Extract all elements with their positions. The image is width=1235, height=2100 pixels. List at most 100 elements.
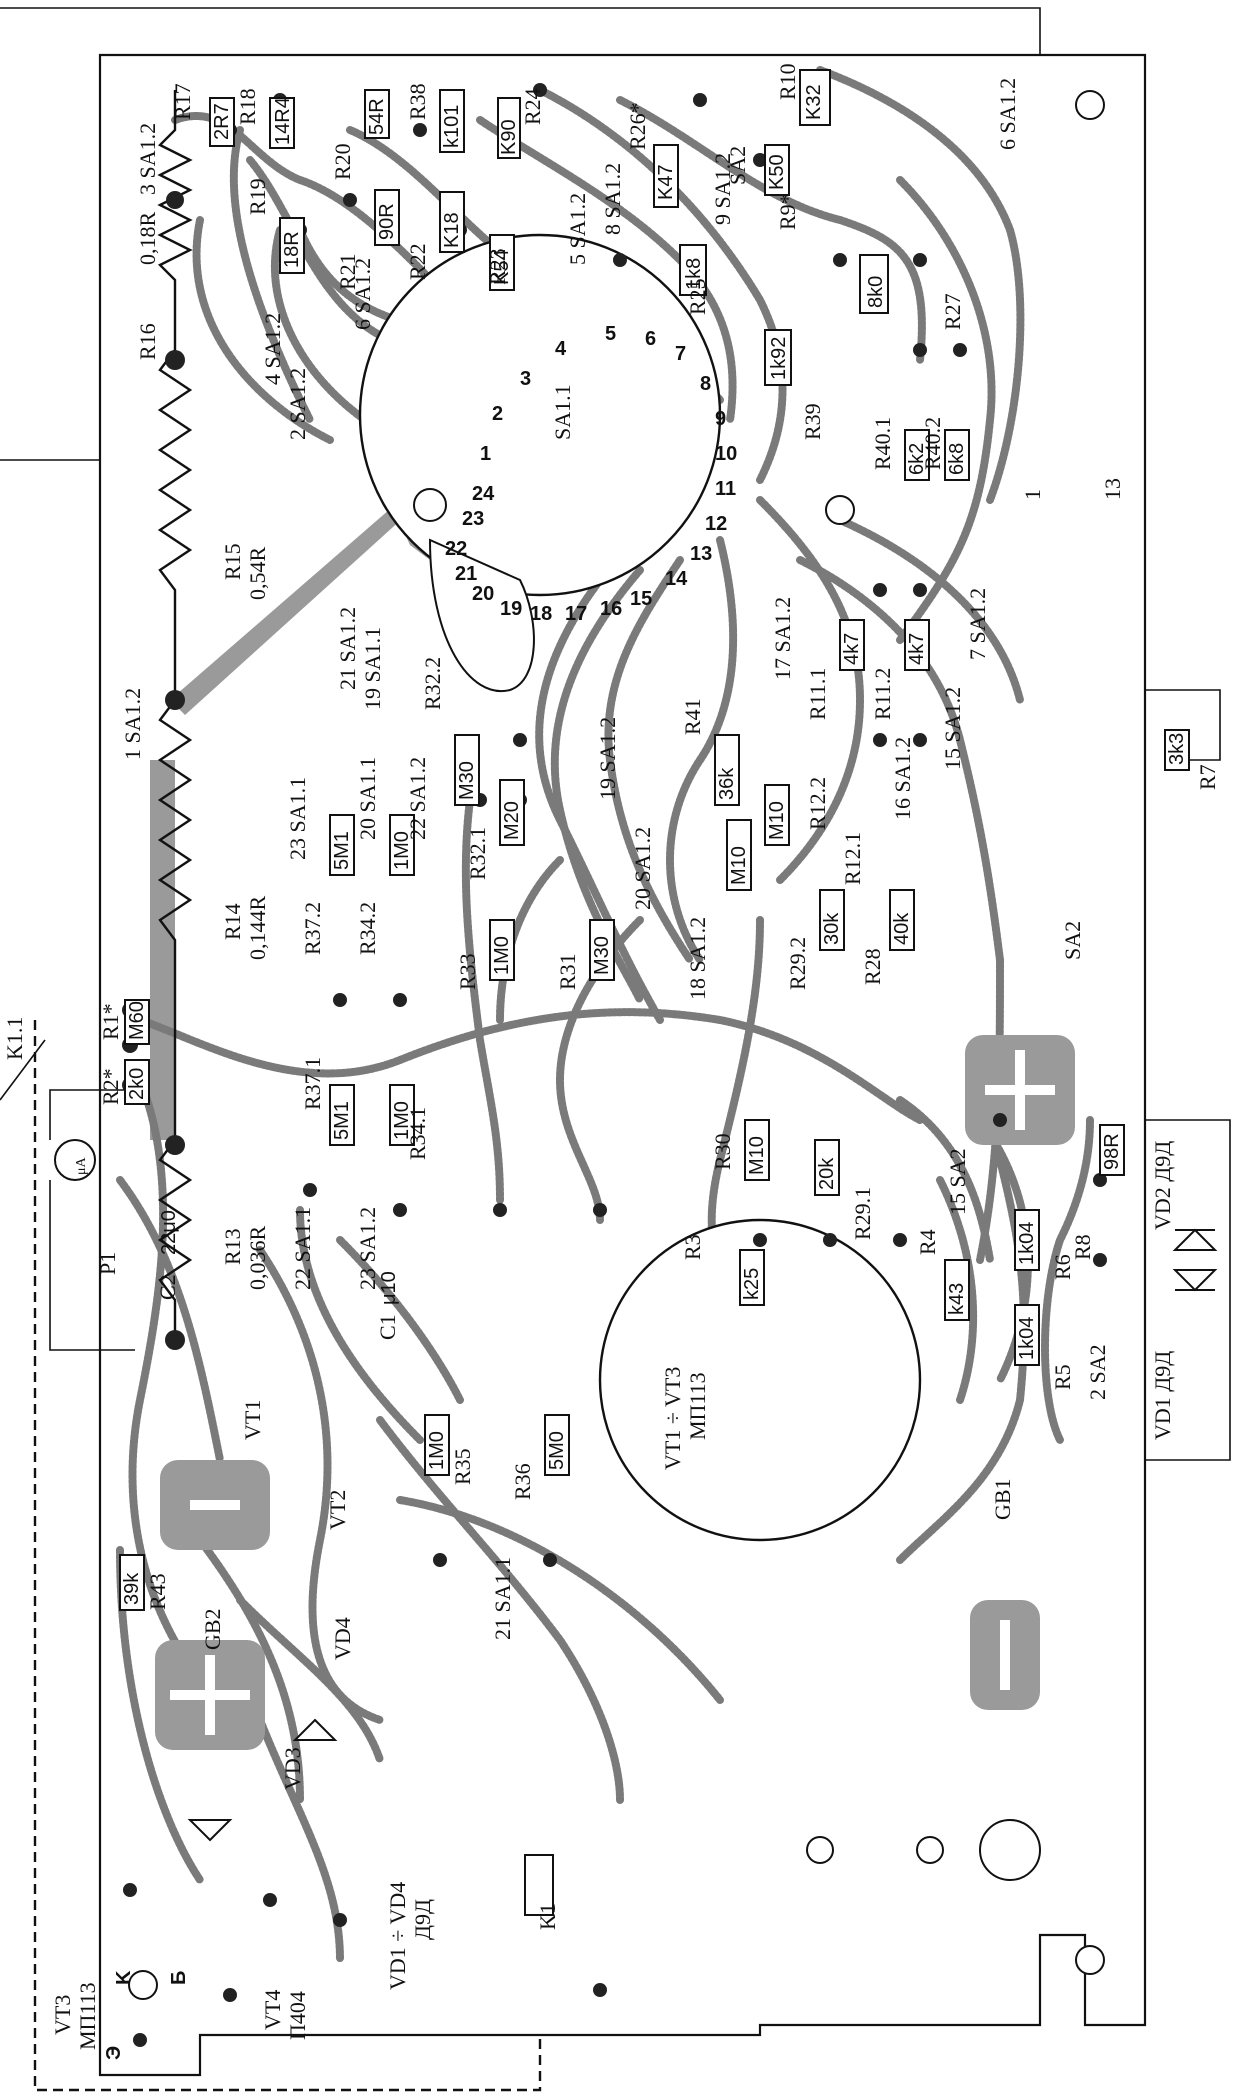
contact-13: 20 SA1.1 <box>355 757 380 840</box>
sa-pos-10: 10 <box>715 443 737 465</box>
contact-29: 13 <box>1100 478 1125 500</box>
label-ua: μA <box>74 1156 89 1175</box>
sa-pos-15: 15 <box>630 588 652 610</box>
sa-pos-24: 24 <box>472 483 495 505</box>
ref-r34-1: R34.1 <box>405 1107 430 1160</box>
ref-r17: R17 <box>170 83 195 120</box>
ref-r24: R24 <box>520 88 545 125</box>
val-r4: k43 <box>946 1283 968 1315</box>
rotary-switch-sa1 <box>358 233 722 693</box>
label-r15: R15 <box>220 543 245 580</box>
sa-pos-17: 17 <box>565 603 587 625</box>
contact-11: 21 SA1.2 <box>335 607 360 690</box>
sa-pos-12: 12 <box>705 513 727 535</box>
val-r22: K18 <box>441 212 463 248</box>
sa-pos-18: 18 <box>530 603 552 625</box>
label-vd3: VD3 <box>280 1747 305 1790</box>
label-r14-val: 0,144R <box>245 896 270 961</box>
label-r14: R14 <box>220 903 245 940</box>
val-r21: 90R <box>376 203 398 240</box>
ref-r5: R5 <box>1050 1364 1075 1390</box>
contact-18: 19 SA1.2 <box>595 717 620 800</box>
contact-10: 19 SA1.1 <box>360 627 385 710</box>
sa-pos-2: 2 <box>492 403 503 425</box>
ref-r34-2: R34.2 <box>355 902 380 955</box>
val-r12-1: M10 <box>728 846 750 885</box>
contact-28: 1 <box>1020 489 1045 500</box>
val-r34-1: 1M0 <box>391 1101 413 1140</box>
label-sa11: SA1.1 <box>550 384 575 440</box>
val-r38: k101 <box>441 105 463 148</box>
resistor-bodies <box>119 69 1190 1916</box>
ref-r4: R4 <box>915 1229 940 1255</box>
val-r9: K50 <box>766 154 788 190</box>
val-r28: 40k <box>891 912 913 945</box>
val-r34-2: 1M0 <box>391 831 413 870</box>
ref-r35: R35 <box>450 1448 475 1485</box>
label-gb2: GB2 <box>200 1608 225 1650</box>
ref-r27: R27 <box>940 293 965 330</box>
label-vt-range: VT1 ÷ VT3 <box>660 1367 685 1470</box>
sa-pos-13: 13 <box>690 543 712 565</box>
val-r20: 54R <box>366 98 388 135</box>
pcb-board-outline <box>98 53 1147 2077</box>
val-r26: K47 <box>655 164 677 200</box>
val-r32-1: M20 <box>501 801 523 840</box>
label-vd-type: Д9Д <box>410 1899 435 1940</box>
ref-r8: R8 <box>1070 1234 1095 1260</box>
contact-21: 18 SA1.2 <box>685 917 710 1000</box>
contact-2: 2 SA1.2 <box>285 368 310 440</box>
ref-r41: R41 <box>680 698 705 735</box>
ref-r22: R22 <box>405 243 430 280</box>
val-r37-2: 5M1 <box>331 831 353 870</box>
label-gb1: GB1 <box>990 1478 1015 1520</box>
contact-5: 5 SA1.2 <box>565 193 590 265</box>
val-r8: 98R <box>1101 1133 1123 1170</box>
val-r32-2: M30 <box>456 761 478 800</box>
sa-pos-21: 21 <box>455 563 477 585</box>
ref-r33: R33 <box>455 953 480 990</box>
sa-pos-3: 3 <box>520 368 531 390</box>
ref-r26: R26* <box>625 102 650 150</box>
contact-12: 23 SA1.1 <box>285 777 310 860</box>
ref-r36: R36 <box>510 1463 535 1500</box>
label-r16: R16 <box>135 323 160 360</box>
sa-pos-23: 23 <box>462 508 484 530</box>
sa-pos-19: 19 <box>500 598 522 620</box>
sa-pos-1: 1 <box>480 443 491 465</box>
ref-r11-2: R11.2 <box>870 668 895 720</box>
ref-r9: R9* <box>775 193 800 230</box>
val-r31: M30 <box>591 936 613 975</box>
label-k1-1: K1.1 <box>2 1017 27 1060</box>
val-r18: 14R4 <box>272 97 294 145</box>
sa-pos-16: 16 <box>600 598 622 620</box>
sa-pos-20: 20 <box>472 583 494 605</box>
val-r5: 1k04 <box>1016 1317 1038 1360</box>
val-r40-2: 6k8 <box>946 443 968 475</box>
ref-r23: R23 <box>485 248 510 285</box>
ref-c1: C1 <box>375 1314 400 1340</box>
contact-4: 6 SA1.2 <box>350 258 375 330</box>
ref-r29-2: R29.2 <box>785 937 810 990</box>
contact-8: SA2 <box>725 146 750 185</box>
val-r39: 1k92 <box>768 337 790 380</box>
sa-pos-5: 5 <box>605 323 616 345</box>
ref-r20: R20 <box>330 143 355 180</box>
val-r12-2: M10 <box>766 801 788 840</box>
label-vt2: VT2 <box>325 1490 350 1530</box>
pin-k: K <box>113 1970 135 1985</box>
ref-r19: R19 <box>245 178 270 215</box>
val-c2: 22μ0 <box>158 1210 180 1255</box>
contact-19: 16 SA1.2 <box>890 737 915 820</box>
pin-b: Б <box>168 1971 190 1985</box>
val-r36: 5M0 <box>546 1431 568 1470</box>
val-r37-1: 5M1 <box>331 1101 353 1140</box>
ref-r18: R18 <box>235 88 260 125</box>
label-k1: K1 <box>535 1903 560 1930</box>
contact-17: 7 SA1.2 <box>965 588 990 660</box>
ref-r10: R10 <box>775 63 800 100</box>
battery-pad-gb2-plus <box>155 1640 265 1750</box>
contact-0: 3 SA1.2 <box>135 123 160 195</box>
sa-pos-6: 6 <box>645 328 656 350</box>
